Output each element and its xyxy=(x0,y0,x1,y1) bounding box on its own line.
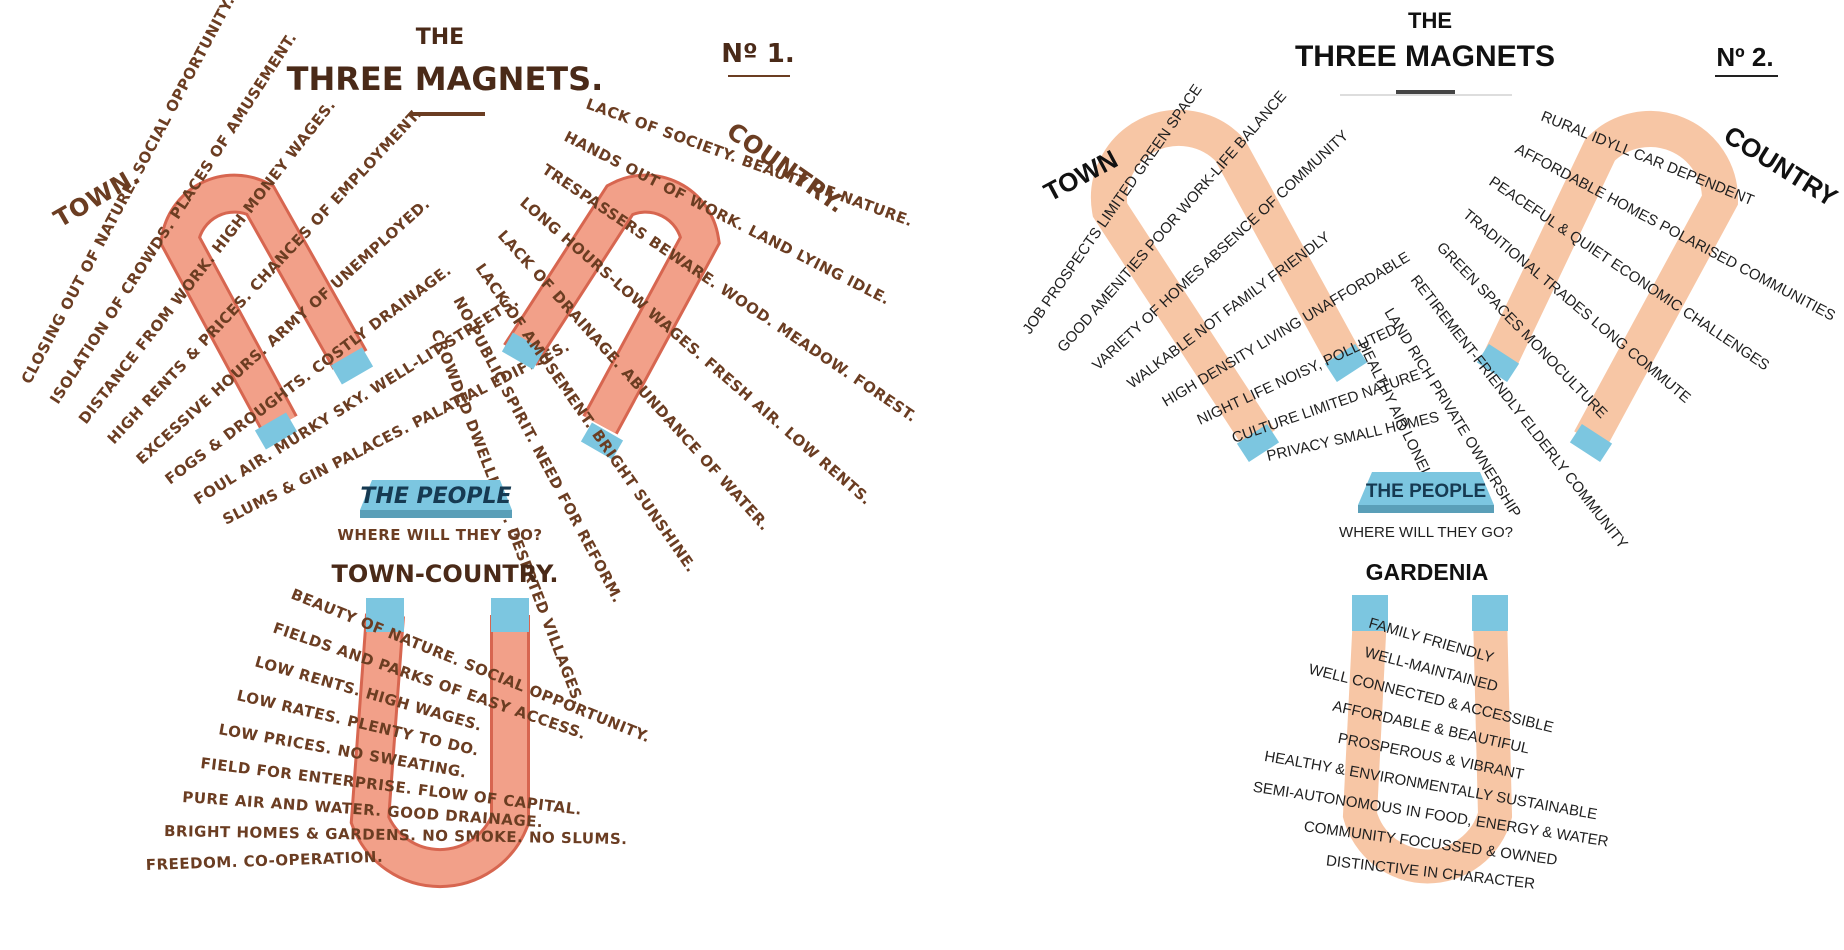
town-country-pole xyxy=(491,598,529,632)
gardenia-pole xyxy=(1352,595,1388,631)
people-question: WHERE WILL THEY GO? xyxy=(1339,524,1513,541)
town-magnet-pole xyxy=(330,347,374,385)
diagram-1: THE THREE MAGNETS. Nº 1. TOWN. CLOSING O… xyxy=(18,0,920,889)
diagram-number: Nº 1. xyxy=(721,39,794,69)
country-magnet xyxy=(501,173,721,460)
town-magnet-pole xyxy=(254,412,298,450)
title-the: THE xyxy=(416,25,464,50)
country-magnet-pole xyxy=(580,422,624,460)
diagram-2: THE THREE MAGNETS Nº 2. TOWN JOB PROSPEC… xyxy=(1019,8,1843,893)
people-label: THE PEOPLE xyxy=(1366,481,1486,502)
country-magnet xyxy=(1476,111,1739,463)
town-magnet-pole xyxy=(1236,423,1280,463)
gardenia-magnet xyxy=(1342,595,1513,884)
town-country-attributes: BEAUTY OF NATURE. SOCIAL OPPORTUNITY.FIE… xyxy=(146,585,654,874)
town-country-label: TOWN-COUNTRY. xyxy=(332,560,559,588)
attribute-line: FREEDOM. CO-OPERATION. xyxy=(146,848,384,874)
country-magnet-pole xyxy=(1569,423,1613,463)
people-question: WHERE WILL THEY GO? xyxy=(337,526,542,544)
town-magnet xyxy=(1090,109,1368,463)
town-country-pole xyxy=(366,598,404,632)
gardenia-label: GARDENIA xyxy=(1366,559,1489,585)
title-main: THREE MAGNETS xyxy=(1295,40,1555,73)
town-country-magnet xyxy=(349,598,530,889)
title-main: THREE MAGNETS. xyxy=(287,60,604,98)
country-magnet-pole xyxy=(1476,343,1520,383)
title-the: THE xyxy=(1408,8,1452,33)
town-magnet xyxy=(159,173,374,450)
people-plaque: THE PEOPLE xyxy=(360,480,512,518)
people-label: THE PEOPLE xyxy=(360,484,511,509)
gardenia-pole xyxy=(1472,595,1508,631)
people-plaque: THE PEOPLE xyxy=(1358,472,1494,513)
diagram-number: Nº 2. xyxy=(1716,42,1773,72)
country-magnet-pole xyxy=(501,332,545,370)
town-magnet-pole xyxy=(1324,343,1368,383)
